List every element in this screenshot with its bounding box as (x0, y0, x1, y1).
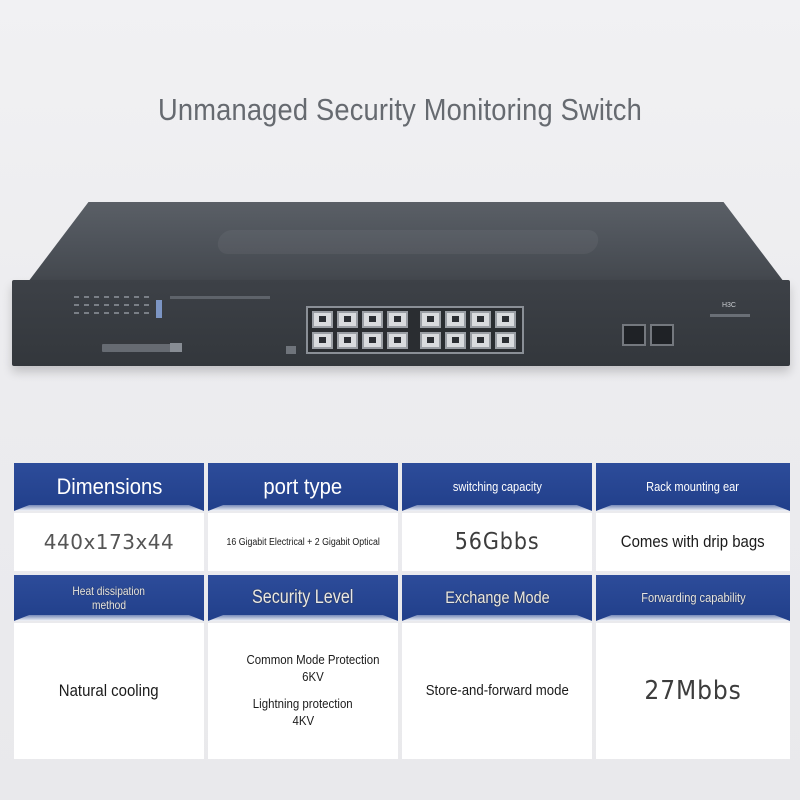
port-led (144, 296, 149, 298)
spec-value: 16 Gigabit Electrical + 2 Gigabit Optica… (226, 536, 380, 548)
spec-label: Exchange Mode (444, 588, 550, 607)
panel-print (170, 296, 270, 299)
port-led (144, 304, 149, 306)
port-led (74, 312, 79, 314)
spec-header-rack-ear: Rack mounting ear (596, 463, 790, 511)
spec-header-switching-capacity: switching capacity (402, 463, 592, 511)
spec-value-heat-dissipation: Natural cooling (14, 623, 204, 759)
switch-device-image: H3C (12, 202, 790, 367)
spec-label: method (91, 598, 127, 612)
spec-header-port-type: port type (208, 463, 398, 511)
port-led (94, 296, 99, 298)
spec-value: Store-and-forward mode (425, 682, 569, 700)
model-label-strip (102, 344, 172, 352)
port-led (104, 296, 109, 298)
model-print (710, 314, 750, 317)
port-led (114, 312, 119, 314)
rj45-port (445, 311, 466, 328)
spec-value-port-type: 16 Gigabit Electrical + 2 Gigabit Optica… (208, 513, 398, 571)
spec-value-dimensions: 440x173x44 (14, 513, 204, 571)
spec-label: switching capacity (452, 478, 542, 494)
spec-header-exchange-mode: Exchange Mode (402, 575, 592, 621)
spec-value: 56Gbbs (454, 529, 540, 555)
spec-header-security-level: Security Level (208, 575, 398, 621)
port-led (104, 304, 109, 306)
reset-button-mark (170, 343, 182, 352)
spec-header-heat-dissipation: Heat dissipation method (14, 575, 204, 621)
rj45-port (495, 332, 516, 349)
switch-top-panel (28, 202, 784, 282)
port-led (134, 304, 139, 306)
port-led (84, 312, 89, 314)
port-led (94, 304, 99, 306)
port-led (114, 304, 119, 306)
spec-label: Rack mounting ear (646, 478, 740, 494)
spec-label: Dimensions (56, 474, 162, 499)
spec-header-forwarding: Forwarding capability (596, 575, 790, 621)
port-led (124, 312, 129, 314)
port-led (94, 312, 99, 314)
spec-value: Comes with drip bags (621, 532, 765, 551)
rj45-port (470, 311, 491, 328)
spec-value: Common Mode Protection 6KV (246, 652, 380, 685)
port-led (84, 296, 89, 298)
spec-value-switching-capacity: 56Gbbs (402, 513, 592, 571)
port-led (134, 296, 139, 298)
blue-label (156, 300, 162, 318)
rj45-port-block (306, 306, 524, 354)
rj45-port (337, 311, 358, 328)
spec-value-rack-ear: Comes with drip bags (596, 513, 790, 571)
rj45-port (337, 332, 358, 349)
rj45-port (420, 332, 441, 349)
spec-label: port type (263, 474, 343, 499)
console-mark (286, 346, 296, 354)
port-led (74, 304, 79, 306)
port-led (74, 296, 79, 298)
port-led (104, 312, 109, 314)
spec-header-dimensions: Dimensions (14, 463, 204, 511)
spec-value: 440x173x44 (43, 530, 175, 554)
port-led (144, 312, 149, 314)
port-led (114, 296, 119, 298)
port-led (134, 312, 139, 314)
rj45-port (312, 332, 333, 349)
switch-front-panel: H3C (12, 280, 790, 366)
rj45-port (470, 332, 491, 349)
rj45-port (495, 311, 516, 328)
port-led (84, 304, 89, 306)
spec-label: Heat dissipation (72, 584, 146, 598)
spec-value-security-level: Common Mode Protection 6KV Lightning pro… (208, 623, 398, 759)
status-leds (74, 296, 164, 322)
rj45-port (362, 332, 383, 349)
embossed-logo (215, 230, 601, 254)
sfp-port-1 (622, 324, 646, 346)
spec-label: Security Level (252, 587, 354, 608)
rj45-port (420, 311, 441, 328)
spec-value: 27Mbbs (644, 676, 742, 706)
port-led (124, 304, 129, 306)
rj45-port (362, 311, 383, 328)
spec-value-exchange-mode: Store-and-forward mode (402, 623, 592, 759)
rj45-port (312, 311, 333, 328)
spec-value: 4KV (292, 712, 314, 728)
rj45-port (445, 332, 466, 349)
page-title: Unmanaged Security Monitoring Switch (158, 92, 642, 127)
spec-value: Natural cooling (59, 681, 159, 700)
sfp-port-2 (650, 324, 674, 346)
brand-logo: H3C (721, 302, 736, 309)
spec-value-forwarding: 27Mbbs (596, 623, 790, 759)
spec-value: Lightning protection (253, 696, 353, 711)
rj45-port (387, 332, 408, 349)
spec-label: Forwarding capability (640, 589, 746, 605)
rj45-port (387, 311, 408, 328)
port-led (124, 296, 129, 298)
